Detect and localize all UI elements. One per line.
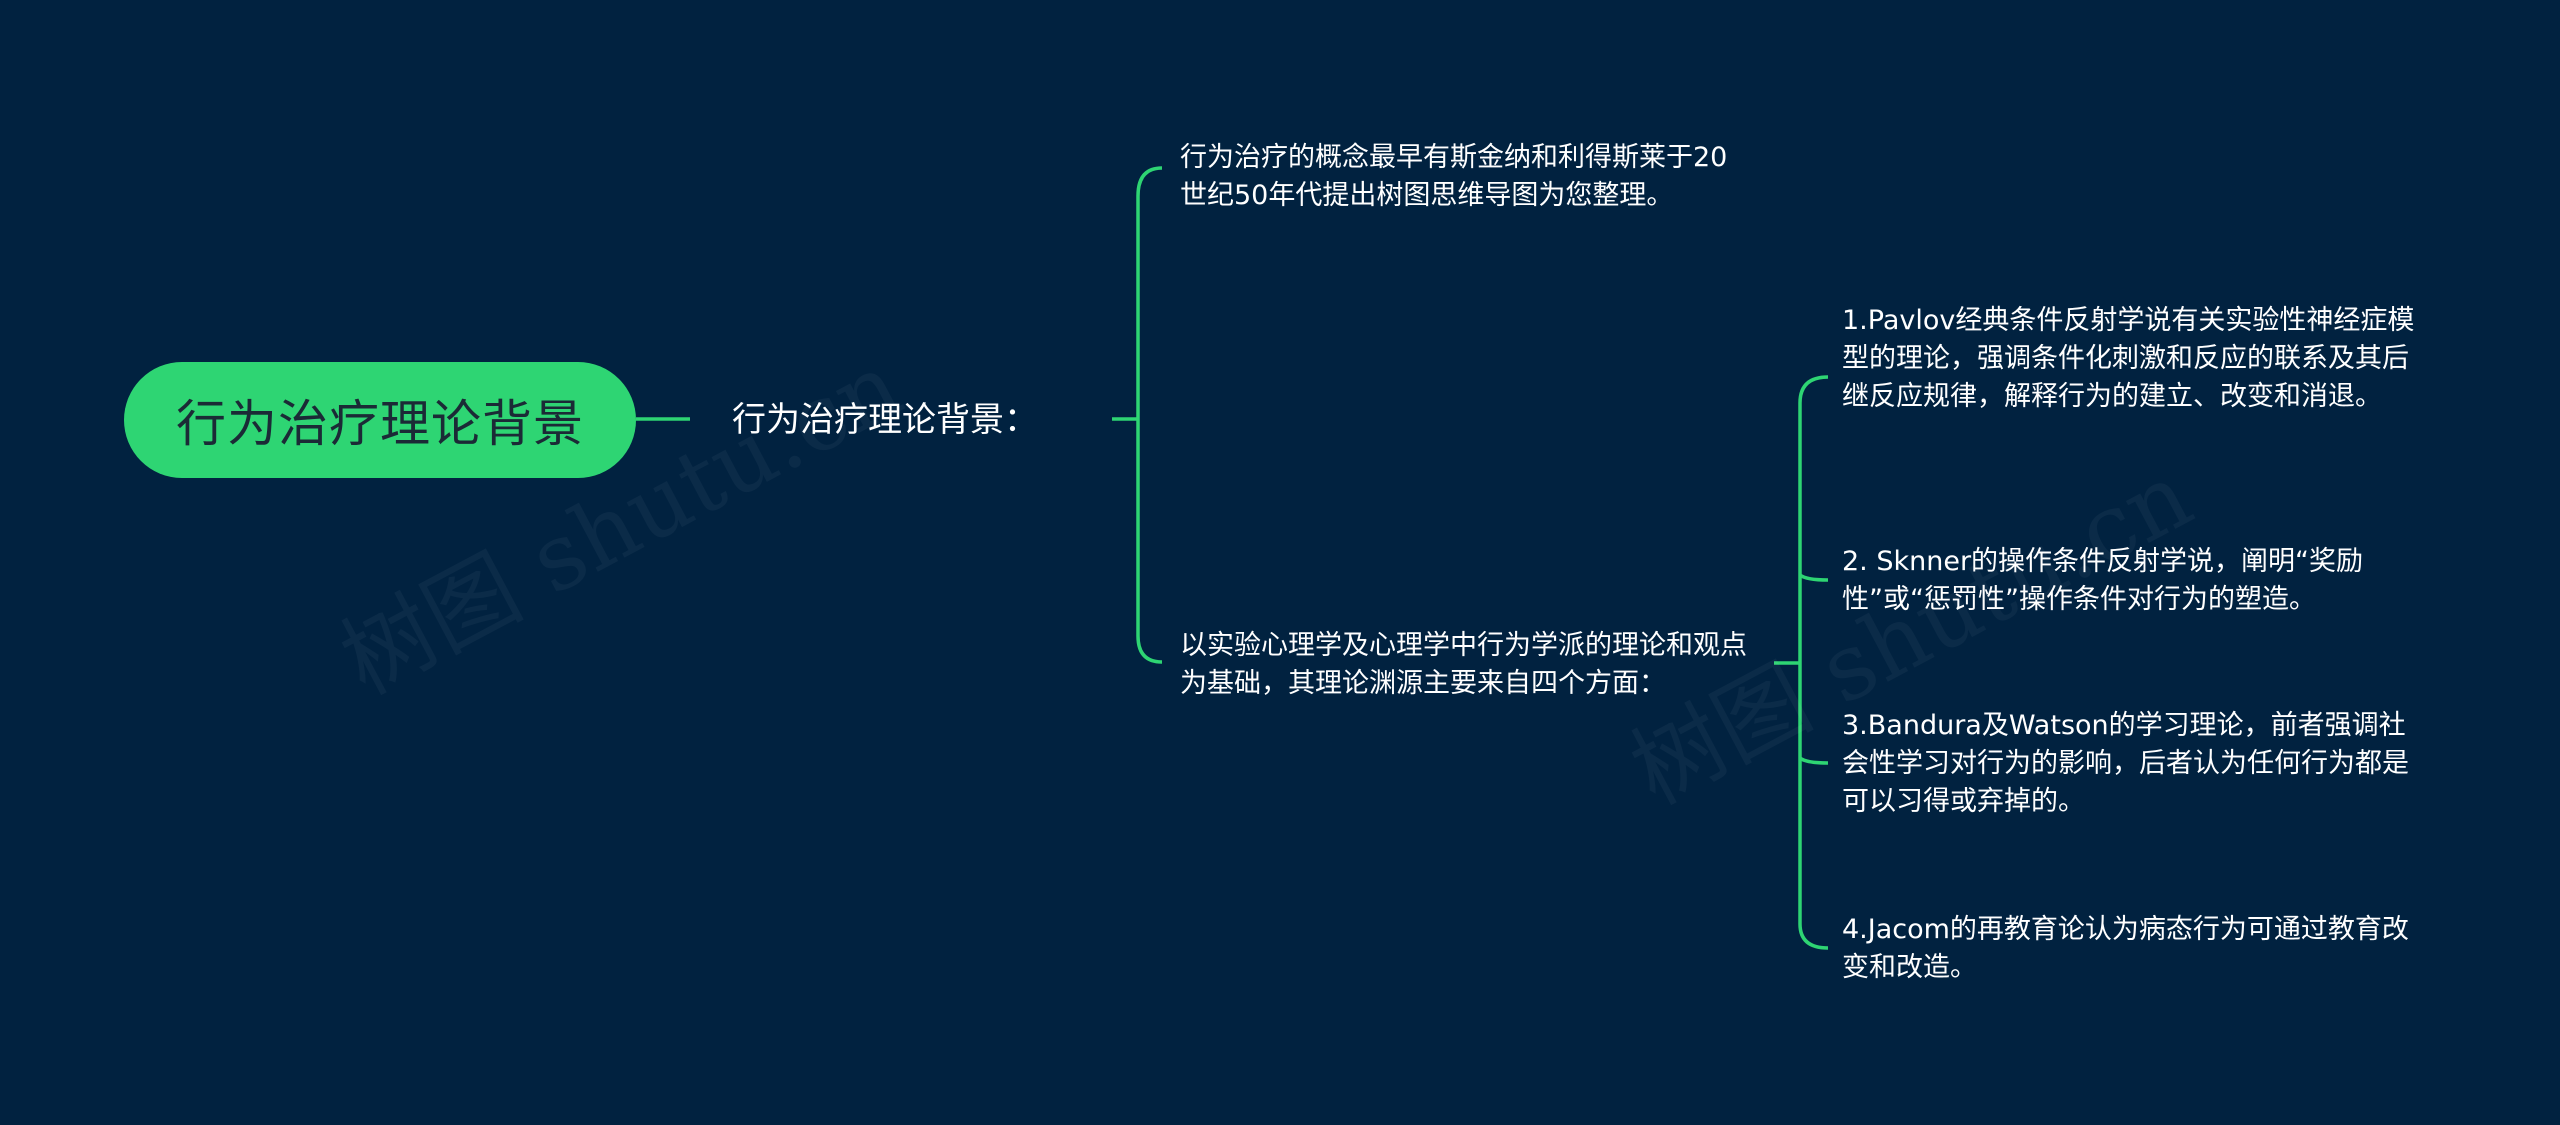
root-node[interactable]: 行为治疗理论背景 (124, 362, 636, 478)
intro-leaf-node[interactable]: 行为治疗的概念最早有斯金纳和利得斯莱于20世纪50年代提出树图思维导图为您整理。 (1180, 142, 1728, 211)
source-3-tick (1798, 756, 1829, 765)
sources-bracket (1798, 375, 1829, 950)
source-leaf-node-1[interactable]: 1.Pavlov经典条件反射学说有关实验性神经症模型的理论，强调条件化刺激和反应… (1842, 305, 2415, 412)
source-leaf-node-2[interactable]: 2. Sknner的操作条件反射学说，阐明“奖励性”或“惩罚性”操作条件对行为的… (1842, 546, 2364, 615)
branch-bracket (1136, 166, 1163, 664)
branch-node[interactable]: 行为治疗理论背景： (732, 400, 1038, 440)
source-leaf-node-3[interactable]: 3.Bandura及Watson的学习理论，前者强调社会性学习对行为的影响，后者… (1842, 710, 2409, 817)
basis-node[interactable]: 以实验心理学及心理学中行为学派的理论和观点为基础，其理论渊源主要来自四个方面： (1180, 630, 1747, 699)
source-leaf-node-4[interactable]: 4.Jacom的再教育论认为病态行为可通过教育改变和改造。 (1842, 914, 2409, 983)
source-2-tick (1798, 573, 1829, 582)
